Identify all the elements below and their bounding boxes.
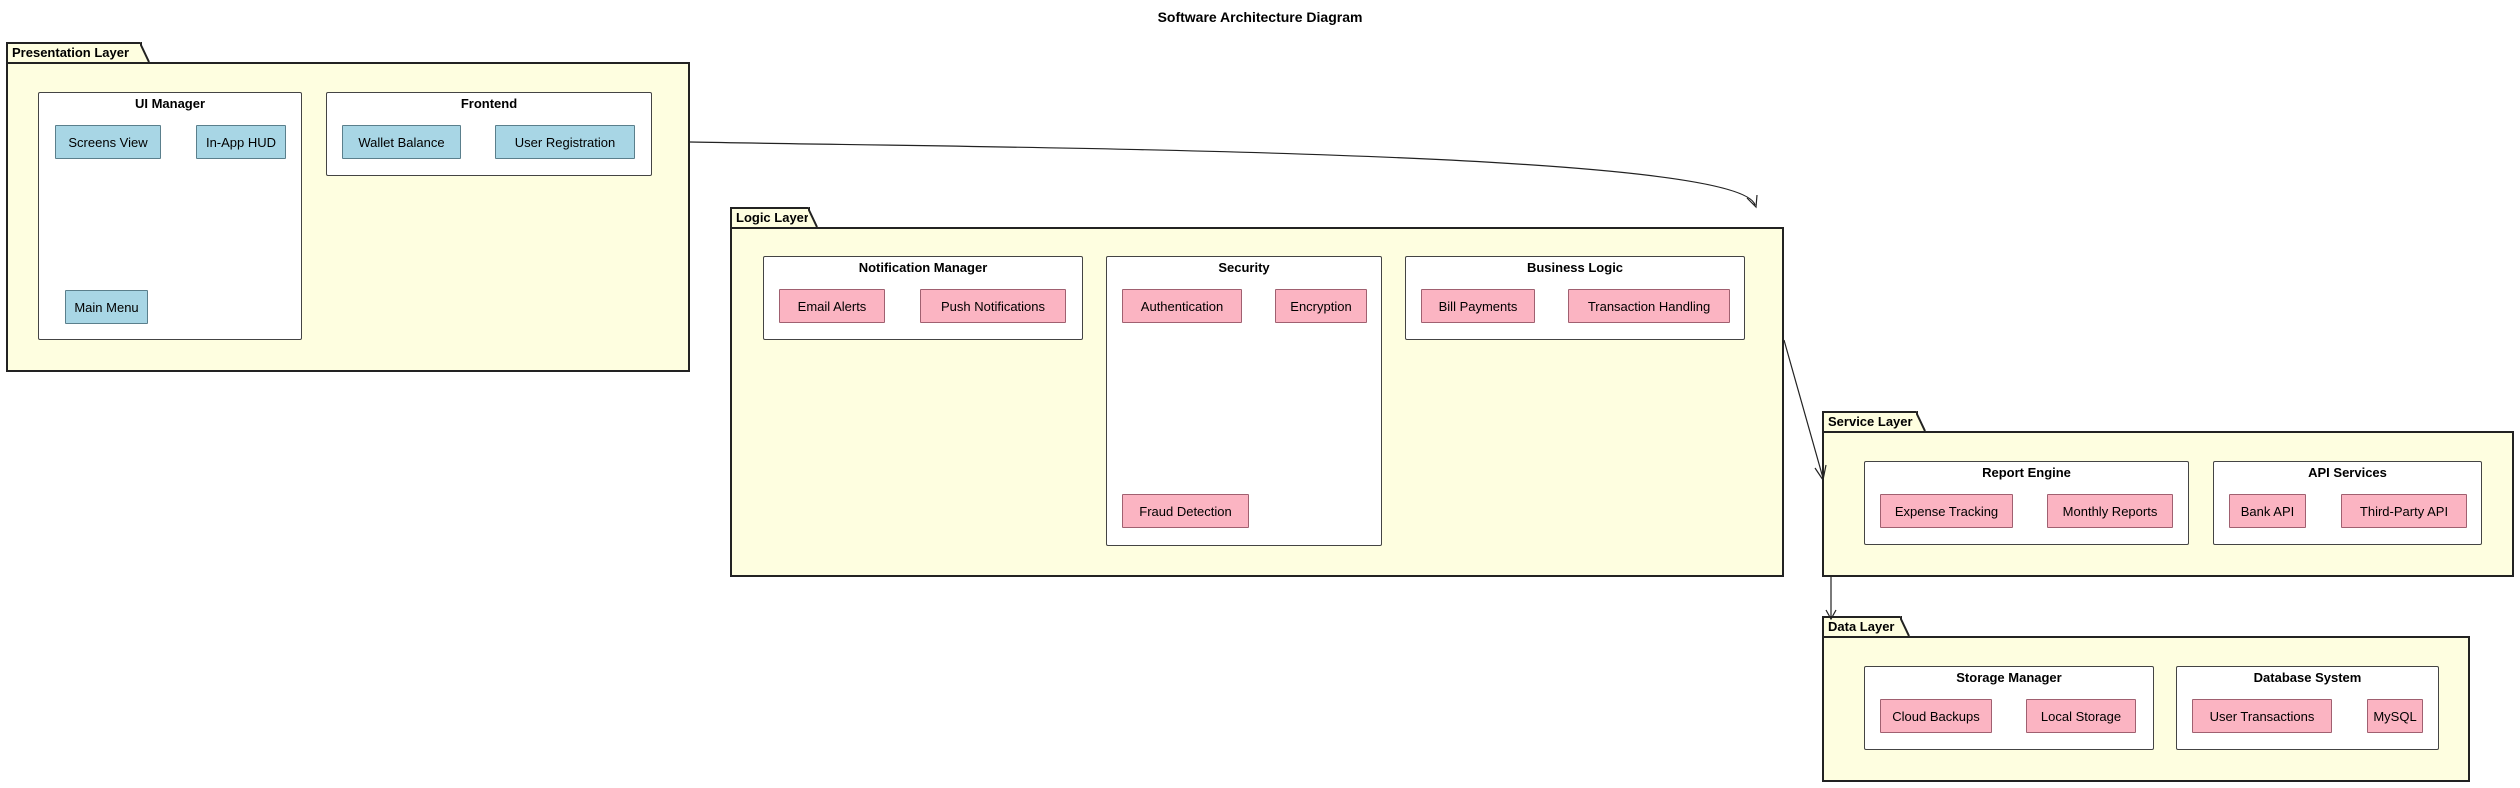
data-layer-label: Data Layer <box>1828 619 1895 634</box>
authentication-component[interactable]: Authentication <box>1122 289 1242 323</box>
diagram-title: Software Architecture Diagram <box>1157 9 1363 25</box>
ui-manager-group: UI Manager Screens View In-App HUD Main … <box>38 92 302 340</box>
service-layer-label: Service Layer <box>1828 414 1913 429</box>
frontend-title: Frontend <box>460 96 518 111</box>
ui-manager-title: UI Manager <box>134 96 206 111</box>
expense-tracking-component[interactable]: Expense Tracking <box>1880 494 2013 528</box>
notification-manager-title: Notification Manager <box>858 260 988 275</box>
wallet-balance-component[interactable]: Wallet Balance <box>342 125 461 159</box>
api-services-title: API Services <box>2308 465 2387 480</box>
bank-api-component[interactable]: Bank API <box>2229 494 2306 528</box>
presentation-layer: UI Manager Screens View In-App HUD Main … <box>6 62 690 372</box>
service-to-data-arrowhead <box>1825 609 1837 621</box>
storage-manager-group: Storage Manager Cloud Backups Local Stor… <box>1864 666 2154 750</box>
notification-manager-group: Notification Manager Email Alerts Push N… <box>763 256 1083 340</box>
logic-to-service-arrow <box>1783 339 1824 479</box>
mysql-component[interactable]: MySQL <box>2367 699 2423 733</box>
main-menu-component[interactable]: Main Menu <box>65 290 148 324</box>
database-system-group: Database System User Transactions MySQL <box>2176 666 2439 750</box>
in-app-hud-component[interactable]: In-App HUD <box>196 125 286 159</box>
logic-to-service-arrowhead <box>1814 464 1827 482</box>
monthly-reports-component[interactable]: Monthly Reports <box>2047 494 2173 528</box>
report-engine-group: Report Engine Expense Tracking Monthly R… <box>1864 461 2189 545</box>
bill-payments-component[interactable]: Bill Payments <box>1421 289 1535 323</box>
cloud-backups-component[interactable]: Cloud Backups <box>1880 699 1992 733</box>
database-system-title: Database System <box>2253 670 2362 685</box>
security-title: Security <box>1218 260 1270 275</box>
service-layer: Report Engine Expense Tracking Monthly R… <box>1822 431 2514 577</box>
frontend-group: Frontend Wallet Balance User Registratio… <box>326 92 652 176</box>
business-logic-group: Business Logic Bill Payments Transaction… <box>1405 256 1745 340</box>
screens-view-component[interactable]: Screens View <box>55 125 161 159</box>
logic-layer-label: Logic Layer <box>736 210 809 225</box>
email-alerts-component[interactable]: Email Alerts <box>779 289 885 323</box>
presentation-to-logic-arrowhead <box>1746 194 1758 209</box>
third-party-api-component[interactable]: Third-Party API <box>2341 494 2467 528</box>
api-services-group: API Services Bank API Third-Party API <box>2213 461 2482 545</box>
storage-manager-title: Storage Manager <box>1956 670 2062 685</box>
presentation-layer-tab: Presentation Layer <box>6 42 150 62</box>
report-engine-title: Report Engine <box>1982 465 2071 480</box>
data-layer-tab: Data Layer <box>1822 616 1910 636</box>
data-layer: Storage Manager Cloud Backups Local Stor… <box>1822 636 2470 782</box>
service-layer-tab: Service Layer <box>1822 411 1926 431</box>
presentation-layer-label: Presentation Layer <box>12 45 130 60</box>
presentation-to-logic-arrow <box>689 141 1756 206</box>
local-storage-component[interactable]: Local Storage <box>2026 699 2136 733</box>
encryption-component[interactable]: Encryption <box>1275 289 1367 323</box>
logic-layer-tab: Logic Layer <box>730 207 818 227</box>
logic-layer: Notification Manager Email Alerts Push N… <box>730 227 1784 577</box>
security-group: Security Authentication Encryption Fraud… <box>1106 256 1382 546</box>
fraud-detection-component[interactable]: Fraud Detection <box>1122 494 1249 528</box>
user-transactions-component[interactable]: User Transactions <box>2192 699 2332 733</box>
push-notifications-component[interactable]: Push Notifications <box>920 289 1066 323</box>
user-registration-component[interactable]: User Registration <box>495 125 635 159</box>
business-logic-title: Business Logic <box>1526 260 1624 275</box>
transaction-handling-component[interactable]: Transaction Handling <box>1568 289 1730 323</box>
